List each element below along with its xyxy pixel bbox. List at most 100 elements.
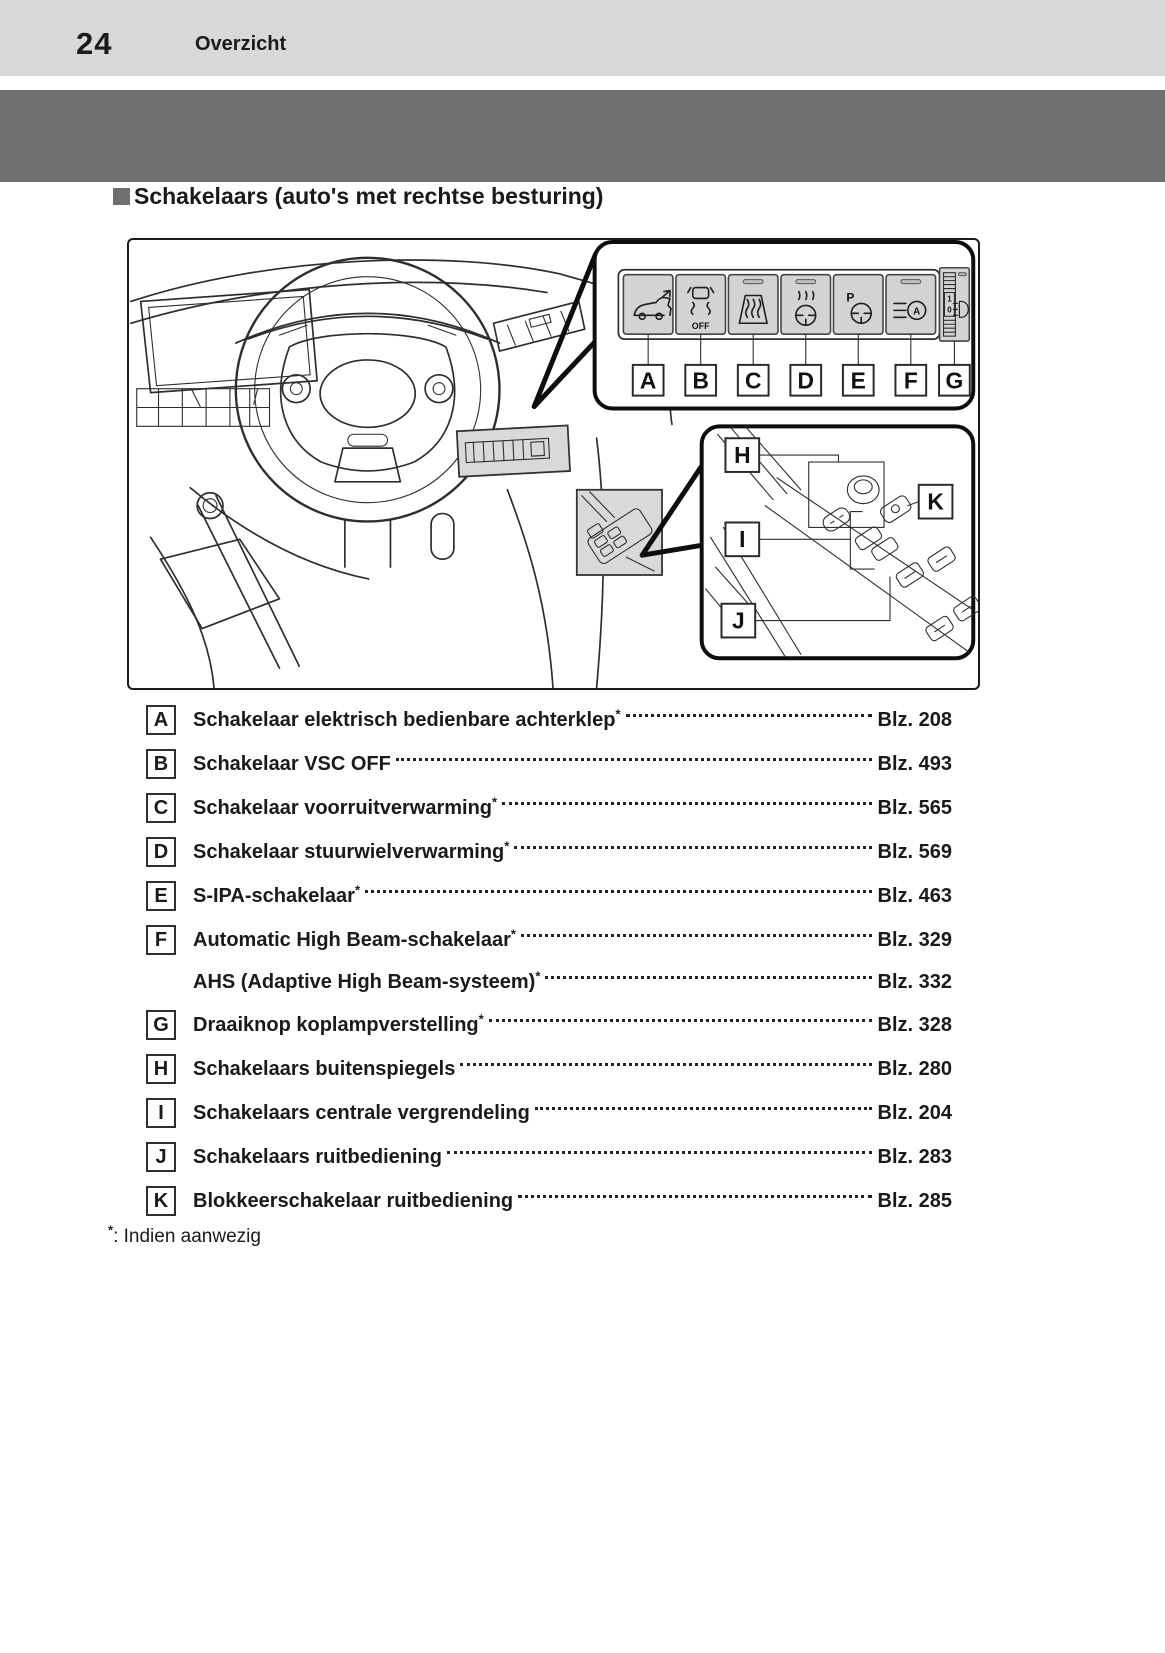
index-letter-box: I (146, 1098, 176, 1128)
dot-leader (625, 713, 872, 717)
page-number: 24 (76, 26, 113, 61)
index-label: Automatic High Beam-schakelaar* (193, 925, 516, 951)
page-reference: Blz. 328 (877, 1013, 952, 1036)
index-letter-box: A (146, 705, 176, 735)
index-letter-box: B (146, 749, 176, 779)
page-reference: Blz. 208 (877, 708, 952, 731)
dot-leader (518, 1194, 872, 1198)
svg-text:E: E (851, 368, 866, 394)
index-letter-box: C (146, 793, 176, 823)
index-label: Schakelaar elektrisch bedienbare achterk… (193, 705, 621, 731)
dashboard-figure: OFF P A (127, 238, 980, 690)
svg-text:I: I (739, 526, 745, 552)
index-row-f-continued: AHS (Adaptive High Beam-systeem)* Blz. 3… (146, 962, 952, 1003)
footnote-text: : Indien aanwezig (113, 1226, 261, 1247)
index-letter-box: G (146, 1010, 176, 1040)
svg-text:K: K (927, 489, 944, 515)
index-label: Schakelaars centrale vergrendeling (193, 1101, 530, 1124)
index-row-g: G Draaiknop koplampverstelling* Blz. 328 (146, 1003, 952, 1047)
svg-text:J: J (732, 608, 745, 634)
dot-leader (446, 1150, 872, 1154)
index-label: S-IPA-schakelaar* (193, 881, 360, 907)
auto-high-beam-icon: A (885, 273, 937, 335)
steering-wheel-heat-icon (780, 273, 832, 335)
page-reference: Blz. 204 (877, 1101, 952, 1124)
parking-assist-icon: P (832, 273, 884, 335)
svg-text:H: H (734, 442, 750, 468)
page-reference: Blz. 493 (877, 752, 952, 775)
dashboard-illustration: OFF P A (129, 240, 978, 688)
switch-index-list: A Schakelaar elektrisch bedienbare achte… (146, 698, 952, 1223)
square-bullet-icon (113, 188, 130, 205)
page-reference: Blz. 283 (877, 1145, 952, 1168)
index-row-k: K Blokkeerschakelaar ruitbediening Blz. … (146, 1179, 952, 1223)
dot-leader (365, 889, 872, 893)
dot-leader (520, 933, 872, 937)
dot-leader (534, 1106, 872, 1110)
index-row-e: E S-IPA-schakelaar* Blz. 463 (146, 874, 952, 918)
footnote-marker: * (108, 1222, 114, 1238)
index-letter-box: E (146, 881, 176, 911)
index-row-j: J Schakelaars ruitbediening Blz. 283 (146, 1135, 952, 1179)
vsc-off-icon: OFF (675, 273, 727, 335)
index-row-c: C Schakelaar voorruitverwarming* Blz. 56… (146, 786, 952, 830)
door-panel-line-art (705, 425, 978, 657)
index-label: Schakelaar VSC OFF (193, 752, 391, 775)
svg-text:B: B (692, 368, 708, 394)
svg-text:0: 0 (947, 305, 952, 314)
door-window-switch-inset (575, 488, 663, 576)
index-row-d: D Schakelaar stuurwielverwarming* Blz. 5… (146, 830, 952, 874)
svg-text:G: G (946, 368, 964, 394)
power-tailgate-icon (622, 273, 674, 335)
windshield-defrost-icon (727, 273, 779, 335)
dash-switch-panel-highlight (455, 424, 571, 478)
index-label: Draaiknop koplampverstelling* (193, 1010, 484, 1036)
svg-text:P: P (846, 290, 854, 304)
index-letter-box: F (146, 925, 176, 955)
index-label: Schakelaars buitenspiegels (193, 1057, 456, 1080)
page-header-band (0, 0, 1165, 76)
index-row-b: B Schakelaar VSC OFF Blz. 493 (146, 742, 952, 786)
page-reference: Blz. 285 (877, 1189, 952, 1212)
index-letter-box: K (146, 1186, 176, 1216)
page-reference: Blz. 332 (877, 971, 952, 993)
index-letter-box: H (146, 1054, 176, 1084)
svg-text:A: A (913, 306, 920, 317)
subsection-heading: Schakelaars (auto's met rechtse besturin… (113, 183, 603, 210)
index-row-h: H Schakelaars buitenspiegels Blz. 280 (146, 1047, 952, 1091)
door-labels: H I J K (720, 437, 954, 639)
dot-leader (514, 845, 872, 849)
index-label: Blokkeerschakelaar ruitbediening (193, 1189, 514, 1212)
index-row-f: F Automatic High Beam-schakelaar* Blz. 3… (146, 918, 952, 962)
svg-text:A: A (640, 368, 656, 394)
svg-text:D: D (798, 368, 814, 394)
steering-wheel (234, 256, 501, 523)
switch-labels: A B C D E F G (631, 333, 971, 397)
index-label: AHS (Adaptive High Beam-systeem)* (193, 968, 541, 993)
index-label: Schakelaar stuurwielverwarming* (193, 837, 510, 863)
section-title: Overzicht (195, 33, 287, 55)
dot-leader (488, 1018, 872, 1022)
index-row-a: A Schakelaar elektrisch bedienbare achte… (146, 698, 952, 742)
page-reference: Blz. 569 (877, 840, 952, 863)
index-label: Schakelaars ruitbediening (193, 1145, 442, 1168)
page-reference: Blz. 463 (877, 884, 952, 907)
index-letter-box: D (146, 837, 176, 867)
page-reference: Blz. 280 (877, 1057, 952, 1080)
svg-text:1: 1 (947, 294, 952, 303)
svg-text:F: F (904, 368, 918, 394)
subsection-heading-text: Schakelaars (auto's met rechtse besturin… (134, 183, 604, 209)
page-reference: Blz. 565 (877, 796, 952, 819)
dot-leader (395, 757, 872, 761)
footnote: *: Indien aanwezig (108, 1222, 261, 1248)
dot-leader (460, 1062, 872, 1066)
chapter-band (0, 90, 1165, 182)
svg-text:OFF: OFF (692, 321, 710, 331)
dot-leader (545, 976, 872, 979)
page-reference: Blz. 329 (877, 928, 952, 951)
headlight-leveling-dial-icon: 1 0 (938, 266, 971, 342)
dashboard-line-art (129, 243, 687, 688)
index-row-i: I Schakelaars centrale vergrendeling Blz… (146, 1091, 952, 1135)
door-panel-callout: H I J K (639, 424, 978, 661)
index-letter-box: J (146, 1142, 176, 1172)
